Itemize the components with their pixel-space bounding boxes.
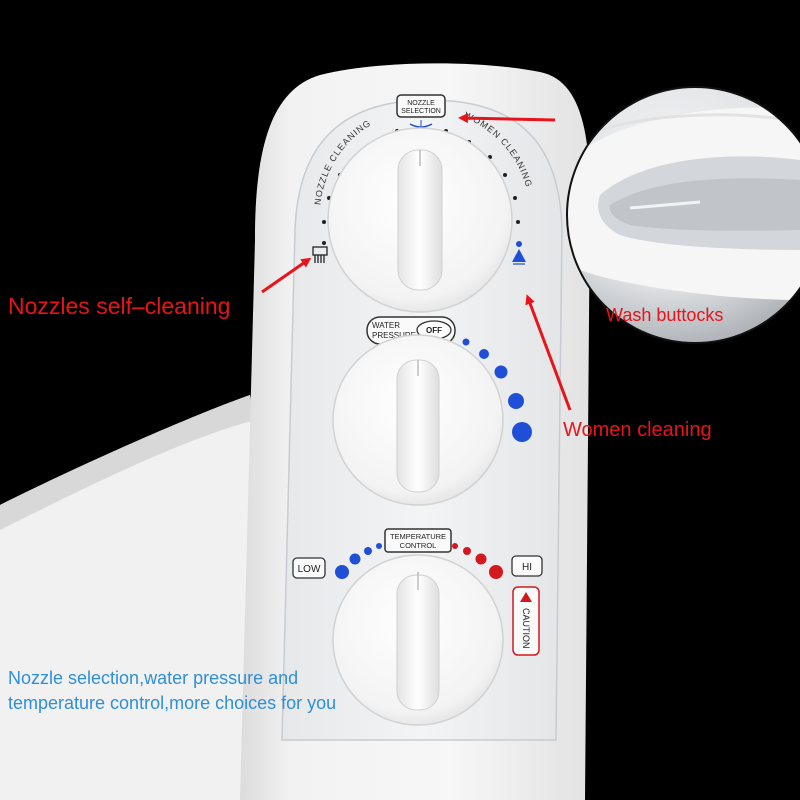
nozzle-selection-knob[interactable] <box>327 127 513 313</box>
temperature-label-2: CONTROL <box>400 541 437 550</box>
off-label: OFF <box>426 326 442 335</box>
water-pressure-knob[interactable] <box>332 334 504 506</box>
caution-label: CAUTION <box>521 608 531 649</box>
temperature-hot-dots <box>452 543 503 579</box>
warning-triangle-icon <box>520 592 532 602</box>
nozzle-selection-label-1: NOZZLE <box>407 100 435 107</box>
arrow-nozzle-selection <box>458 113 556 124</box>
nozzle-selection-label-2: SELECTION <box>401 108 441 115</box>
self-cleaning-callout: Nozzles self–cleaning <box>8 293 231 319</box>
hi-badge <box>511 555 543 577</box>
temperature-cold-dots <box>335 543 382 579</box>
annotation-arrows <box>261 113 572 411</box>
hi-label: HI <box>522 562 532 573</box>
pressure-level-dots <box>462 338 532 442</box>
water-pressure-label-1: WATER <box>372 321 400 330</box>
wash-buttocks-callout: Wash buttocks <box>606 305 724 325</box>
arrow-women-cleaning <box>525 294 572 411</box>
water-pressure-label-2: PRESSURE <box>372 331 416 340</box>
low-label: LOW <box>298 564 321 575</box>
temperature-control-box <box>384 528 452 553</box>
arrow-self-cleaning <box>261 257 312 294</box>
temperature-label-1: TEMPERATURE <box>390 532 446 541</box>
nozzle-brush-icon <box>312 246 328 263</box>
feature-description-line-1: Nozzle selection,water pressure and <box>8 668 299 688</box>
women-cleaning-callout: Women cleaning <box>563 419 712 441</box>
feature-description: Nozzle selection,water pressure and temp… <box>8 666 336 716</box>
woman-spray-icon <box>512 241 526 265</box>
feature-description-line-2: temperature control,more choices for you <box>8 693 337 713</box>
temperature-knob[interactable] <box>332 554 504 726</box>
spray-icon <box>409 120 433 128</box>
low-badge <box>292 557 326 579</box>
nozzle-selection-box <box>396 94 446 118</box>
seat-shadow <box>0 395 255 530</box>
inset-seat-photo <box>566 86 800 344</box>
caution-badge <box>512 586 540 656</box>
